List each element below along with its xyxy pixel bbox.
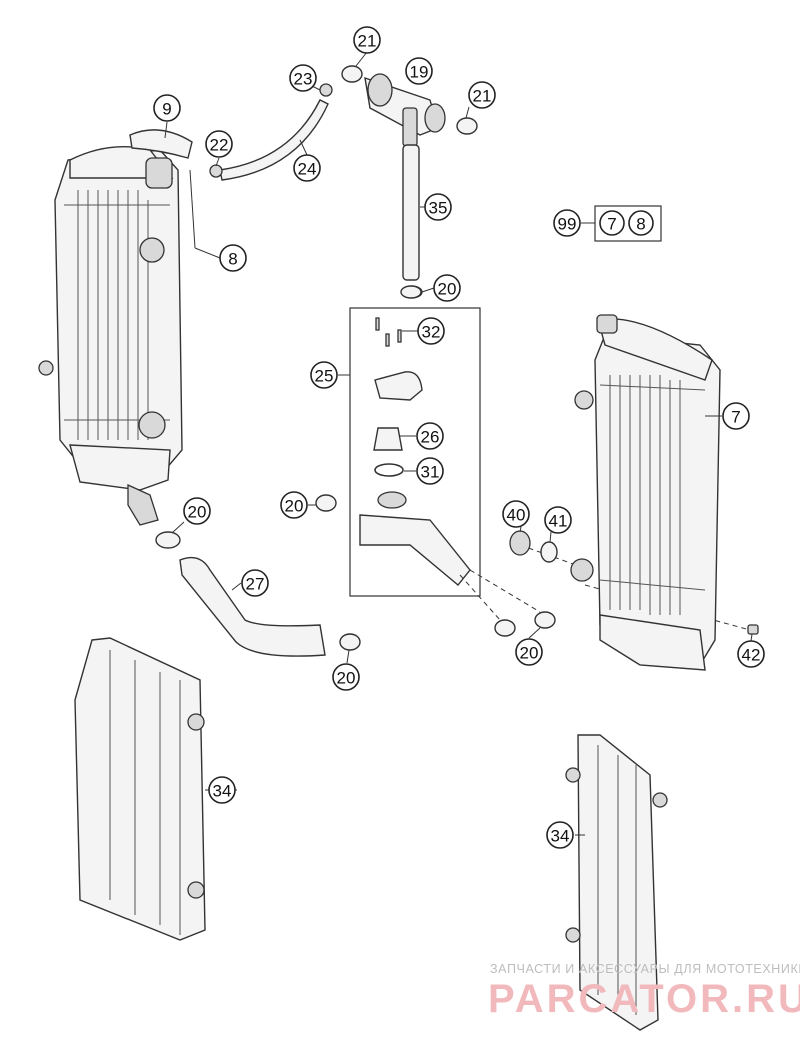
svg-text:19: 19 — [410, 63, 429, 82]
callout-21-right: 21 — [468, 81, 496, 109]
lower-hose — [179, 556, 326, 657]
svg-text:41: 41 — [549, 512, 568, 531]
svg-text:40: 40 — [507, 506, 526, 525]
long-pipe — [401, 144, 423, 299]
svg-text:24: 24 — [298, 160, 317, 179]
svg-text:7: 7 — [731, 408, 740, 427]
svg-text:22: 22 — [210, 136, 229, 155]
callout-20-left: 20 — [183, 497, 211, 525]
callout-22: 22 — [205, 130, 233, 158]
callout-34-right: 34 — [546, 821, 574, 849]
svg-text:20: 20 — [438, 280, 457, 299]
callout-41: 41 — [544, 506, 572, 534]
callout-32: 32 — [417, 317, 445, 345]
svg-text:42: 42 — [742, 646, 761, 665]
callout-26: 26 — [416, 422, 444, 450]
callout-31: 31 — [416, 457, 444, 485]
callout-20-right: 20 — [515, 638, 543, 666]
svg-text:20: 20 — [285, 497, 304, 516]
callout-20-low: 20 — [332, 663, 360, 691]
svg-text:27: 27 — [246, 575, 265, 594]
callout-23: 23 — [289, 64, 317, 92]
callout-27: 27 — [241, 569, 269, 597]
y-connector — [341, 65, 478, 147]
grommet-and-washer — [509, 530, 558, 563]
callout-19: 19 — [405, 57, 433, 85]
svg-text:31: 31 — [421, 463, 440, 482]
left-radiator — [38, 146, 183, 526]
thermostat-kit-box — [349, 307, 481, 597]
svg-text:20: 20 — [520, 644, 539, 663]
svg-text:7: 7 — [607, 215, 616, 234]
callout-8-set: 8 — [628, 210, 654, 236]
right-radiator — [570, 314, 759, 671]
right-radiator-guard — [565, 734, 668, 1031]
watermark-brand: PARCATOR.RU — [488, 977, 800, 1021]
callout-40: 40 — [502, 500, 530, 528]
svg-text:35: 35 — [429, 199, 448, 218]
svg-text:20: 20 — [337, 669, 356, 688]
callout-42: 42 — [737, 640, 765, 668]
callout-7: 7 — [722, 402, 750, 430]
svg-text:34: 34 — [213, 782, 232, 801]
hose-clamps — [155, 285, 556, 651]
svg-text:26: 26 — [421, 428, 440, 447]
callout-25: 25 — [310, 361, 338, 389]
svg-text:21: 21 — [473, 87, 492, 106]
left-radiator-guard — [74, 637, 206, 941]
callout-34-left: 34 — [208, 776, 236, 804]
callout-35: 35 — [424, 193, 452, 221]
callout-20-top: 20 — [433, 274, 461, 302]
svg-text:32: 32 — [422, 323, 441, 342]
callout-8: 8 — [219, 244, 247, 272]
callout-9: 9 — [153, 94, 181, 122]
svg-text:8: 8 — [636, 215, 645, 234]
kit-reference-group: 99 7 8 — [553, 205, 662, 242]
svg-text:99: 99 — [558, 215, 577, 234]
svg-text:25: 25 — [315, 367, 334, 386]
watermark-tagline: ЗАПЧАСТИ И АКСЕССУАРЫ ДЛЯ МОТОТЕХНИКИ — [490, 962, 800, 976]
svg-text:23: 23 — [294, 70, 313, 89]
svg-text:8: 8 — [228, 250, 237, 269]
svg-text:21: 21 — [358, 32, 377, 51]
watermark: ЗАПЧАСТИ И АКСЕССУАРЫ ДЛЯ МОТОТЕХНИКИ PA… — [488, 962, 800, 1021]
callout-20-mid: 20 — [280, 491, 308, 519]
callout-99: 99 — [553, 209, 581, 237]
svg-text:9: 9 — [162, 100, 171, 119]
svg-text:34: 34 — [551, 827, 570, 846]
callout-21-top: 21 — [353, 26, 381, 54]
callout-7-set: 7 — [599, 210, 625, 236]
callout-24: 24 — [293, 154, 321, 182]
radiator-cap — [129, 129, 193, 159]
svg-text:20: 20 — [188, 503, 207, 522]
